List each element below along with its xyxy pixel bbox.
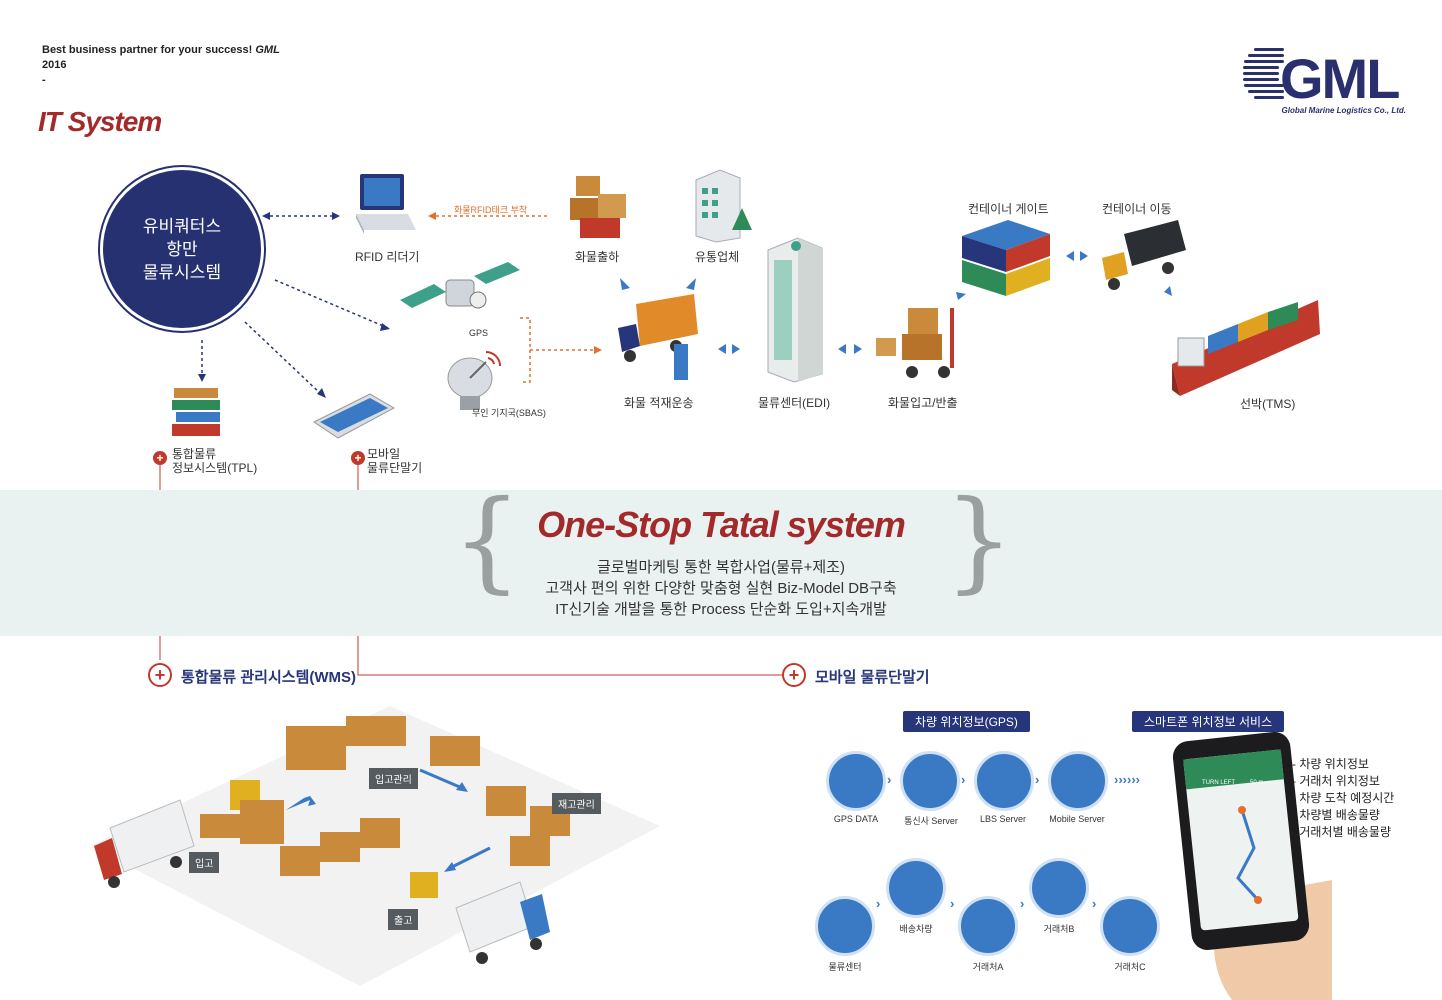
- mobile-server-icon: [1048, 751, 1108, 811]
- warehouse-illustration: [90, 706, 660, 986]
- gml-logo: GML: [1243, 47, 1401, 110]
- mobile-plus-icon: +: [351, 451, 365, 465]
- chevron-right-icon: ›: [1035, 772, 1040, 787]
- onestop-line-1: 글로벌마케팅 통한 복합사업(물류+제조): [597, 559, 845, 576]
- sbas-label: 무인 기지국(SBAS): [472, 408, 546, 418]
- chain2-caption-1: 물류센터: [828, 962, 862, 972]
- inbound-tag: 입고: [189, 852, 220, 873]
- delivery-vehicle-icon: [886, 858, 946, 918]
- books-icon: [172, 388, 220, 436]
- cargo-boxes-icon: [570, 176, 626, 238]
- tpl-plus-icon: +: [153, 451, 167, 465]
- client-a-icon: [958, 896, 1018, 956]
- cargo-transport-label: 화물 적재운송: [624, 396, 694, 410]
- left-brace: {: [452, 476, 522, 604]
- rfid-tag-label: 화물RFID태크 부착: [454, 205, 528, 215]
- telecom-server-icon: [900, 751, 960, 811]
- receiving-tag: 입고관리: [369, 768, 418, 789]
- bullet-item: - 차량 도착 예정시간: [1292, 791, 1395, 805]
- container-stack-icon: [962, 220, 1050, 296]
- container-gate-label: 컨테이너 게이트: [968, 202, 1049, 216]
- smartphone-in-hand-icon: TURN LEFT 50 m: [1172, 731, 1332, 1000]
- wms-title: 통합물류 관리시스템(WMS): [181, 669, 357, 686]
- logistics-center-icon: [815, 896, 875, 956]
- bullet-item: - 거래처 위치정보: [1292, 774, 1380, 788]
- onestop-band: [0, 490, 1442, 636]
- flow-connectors: [198, 212, 1172, 398]
- chevron-right-icon: ›: [950, 896, 955, 911]
- chain2-caption-3: 거래처A: [972, 962, 1004, 972]
- tagline-brand: GML: [255, 44, 280, 56]
- tablet-icon: [313, 393, 396, 439]
- tagline: Best business partner for your success! …: [42, 43, 280, 88]
- office-building-icon: [695, 169, 752, 243]
- section-title: IT System: [38, 106, 162, 137]
- chevron-right-icon: ›: [1020, 896, 1025, 911]
- rfid-label: RFID 리더기: [355, 250, 420, 264]
- onestop-title: One-Stop Tatal system: [537, 504, 906, 545]
- satellite-icon: [400, 262, 520, 309]
- logistics-center-tower-icon: [767, 237, 823, 383]
- year: 2016: [42, 59, 67, 71]
- hand-truck-icon: [876, 308, 954, 378]
- cargo-inout-label: 화물입고/반출: [888, 396, 958, 410]
- edi-label: 물류센터(EDI): [758, 396, 831, 410]
- chevrons-right-icon: ››››››: [1114, 772, 1140, 787]
- client-b-icon: [1029, 858, 1089, 918]
- phone-direction-text: TURN LEFT: [1202, 780, 1235, 786]
- right-brace: }: [944, 476, 1014, 604]
- chevron-right-icon: ›: [876, 896, 881, 911]
- chain2-caption-5: 거래처C: [1114, 962, 1146, 972]
- gps-label: GPS: [469, 328, 489, 338]
- tagline-text: Best business partner for your success!: [42, 44, 253, 56]
- cargo-out-label: 화물출하: [575, 250, 620, 264]
- onestop-line-2: 고객사 편의 위한 다양한 맞춤형 실현 Biz-Model DB구축: [545, 580, 897, 597]
- phone-service-pill: 스마트폰 위치정보 서비스: [1132, 711, 1285, 732]
- chevron-right-icon: ›: [1092, 896, 1097, 911]
- inventory-tag: 재고관리: [552, 793, 601, 814]
- dash: -: [42, 74, 46, 86]
- mobile-section-title: 모바일 물류단말기: [815, 669, 930, 686]
- hub-label: 유비쿼터스 항만 물류시스템: [142, 216, 222, 282]
- onestop-line-3: IT신기술 개발을 통한 Process 단순화 도입+지속개발: [555, 601, 887, 618]
- bullet-item: - 거래처별 배송물량: [1292, 825, 1391, 839]
- logo-subtitle: Global Marine Logistics Co., Ltd.: [1281, 106, 1406, 115]
- chain1-caption-2: 통신사 Server: [904, 816, 958, 826]
- outbound-tag: 출고: [388, 909, 419, 930]
- chain1-caption-3: LBS Server: [979, 814, 1027, 824]
- gps-pill: 차량 위치정보(GPS): [903, 711, 1030, 732]
- ubiquitous-hub: 유비쿼터스 항만 물류시스템: [103, 170, 261, 328]
- chain2-caption-4: 거래처B: [1043, 924, 1075, 934]
- distributor-label: 유통업체: [695, 250, 740, 264]
- service-bullets: - 차량 위치정보 - 거래처 위치정보 - 차량 도착 예정시간 - 차량별 …: [1292, 756, 1394, 841]
- container-ship-icon: [1172, 300, 1320, 396]
- bullet-item: - 차량별 배송물량: [1292, 808, 1380, 822]
- laptop-icon: [356, 174, 416, 234]
- logo-wordmark: GML: [1280, 47, 1399, 110]
- ship-label: 선박(TMS): [1240, 397, 1296, 411]
- satellite-dish-icon: [447, 351, 501, 410]
- gps-data-icon: [826, 751, 886, 811]
- tpl-label: 통합물류 정보시스템(TPL): [172, 447, 258, 475]
- container-move-label: 컨테이너 이동: [1102, 202, 1172, 216]
- lbs-server-icon: [974, 751, 1034, 811]
- wms-plus-icon: +: [148, 663, 172, 687]
- delivery-truck-icon: [618, 294, 698, 380]
- chain1-caption-4: Mobile Server: [1049, 814, 1105, 824]
- client-c-icon: [1100, 896, 1160, 956]
- container-truck-icon: [1102, 220, 1186, 290]
- chevron-right-icon: ›: [887, 772, 892, 787]
- bullet-item: - 차량 위치정보: [1292, 757, 1369, 771]
- mobile-label: 모바일 물류단말기: [367, 447, 423, 475]
- chevron-right-icon: ›: [961, 772, 966, 787]
- mobile-section-plus-icon: +: [782, 663, 806, 687]
- phone-distance-text: 50 m: [1250, 780, 1263, 786]
- chain1-caption-1: GPS DATA: [833, 814, 879, 824]
- chain2-caption-2: 배송차량: [899, 924, 933, 934]
